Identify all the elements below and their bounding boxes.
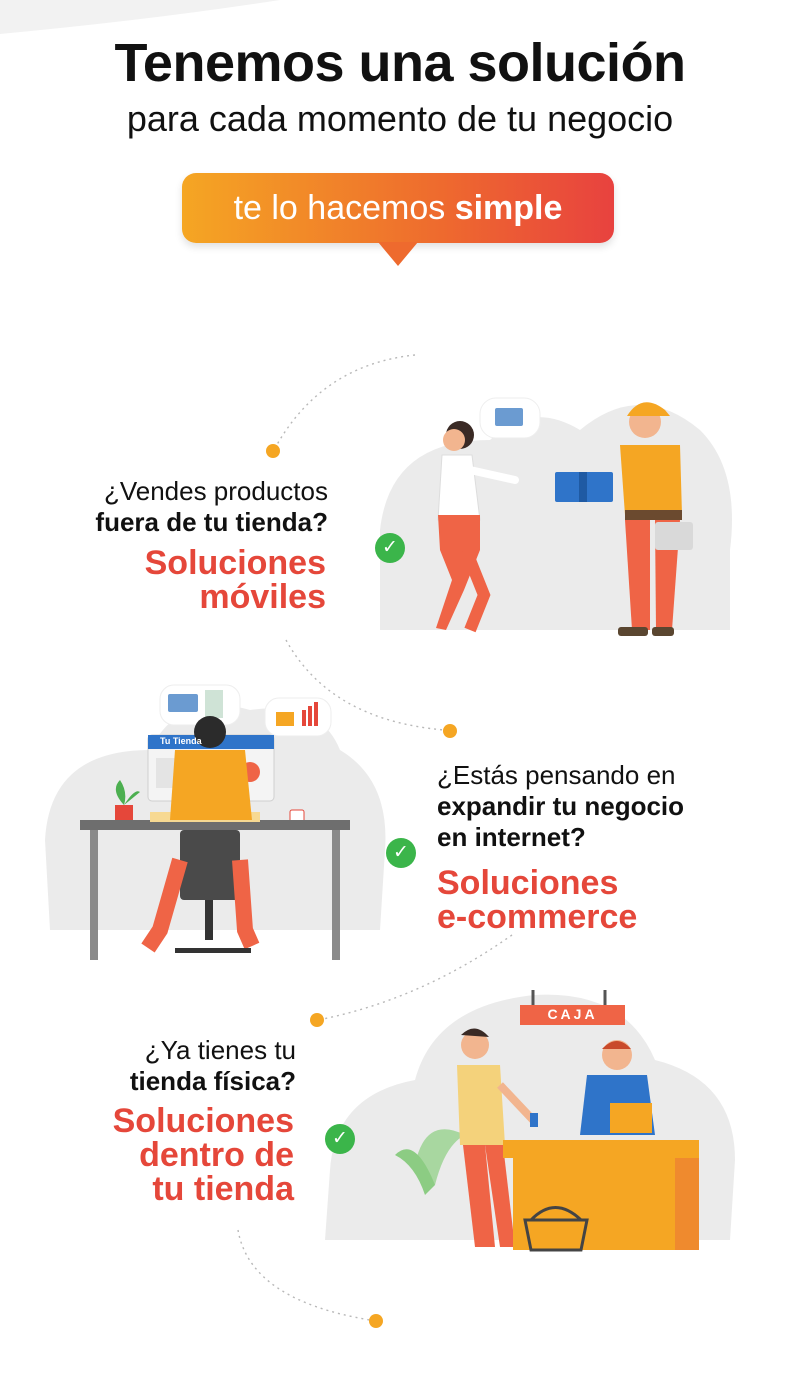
solution-mobile-line2: móviles xyxy=(199,578,326,616)
question-ecommerce-line3: en internet? xyxy=(437,822,586,852)
check-icon: ✓ xyxy=(375,533,405,563)
check-icon: ✓ xyxy=(325,1124,355,1154)
solution-mobile-line1: Soluciones xyxy=(144,544,326,582)
slogan-badge-tail xyxy=(378,242,418,266)
page-subtitle: para cada momento de tu negocio xyxy=(126,98,674,139)
solution-instore-line1: Soluciones xyxy=(112,1102,294,1140)
slogan-prefix: te lo hacemos xyxy=(233,189,446,227)
solution-ecommerce: Soluciones e-commerce xyxy=(437,866,777,934)
question-mobile-line2: fuera de tu tienda? xyxy=(95,507,328,537)
corner-swoosh xyxy=(0,0,280,34)
solution-ecommerce-line1: Soluciones xyxy=(437,864,619,902)
screen-store-label: Tu Tienda xyxy=(160,736,202,746)
question-instore-line2: tienda física? xyxy=(129,1066,296,1096)
question-ecommerce-line2: expandir tu negocio xyxy=(437,791,685,821)
question-ecommerce: ¿Estás pensando en expandir tu negocio e… xyxy=(437,760,777,853)
solution-instore: Soluciones dentro de tu tienda xyxy=(30,1104,294,1206)
page-title: Tenemos una solución xyxy=(114,33,686,93)
question-mobile: ¿Vendes productos fuera de tu tienda? xyxy=(30,476,328,538)
question-instore-line1: ¿Ya tienes tu xyxy=(144,1035,296,1065)
slogan-badge: te lo hacemos simple xyxy=(182,173,614,243)
illustration-mobile-delivery xyxy=(380,397,732,636)
path-dot-1 xyxy=(266,444,280,458)
question-instore: ¿Ya tienes tu tienda física? xyxy=(30,1035,296,1097)
path-dot-4 xyxy=(369,1314,383,1328)
solution-ecommerce-line2: e-commerce xyxy=(437,898,638,936)
slogan-bold: simple xyxy=(454,189,563,227)
path-dot-2 xyxy=(443,724,457,738)
solution-instore-line2: dentro de xyxy=(139,1136,294,1174)
solution-mobile: Soluciones móviles xyxy=(30,546,326,614)
path-dot-3 xyxy=(310,1013,324,1027)
solution-instore-line3: tu tienda xyxy=(152,1170,294,1208)
illustration-store-checkout xyxy=(325,990,735,1252)
question-ecommerce-line1: ¿Estás pensando en xyxy=(437,760,676,790)
illustration-ecommerce-desk xyxy=(45,684,386,960)
check-icon: ✓ xyxy=(386,838,416,868)
checkout-sign-label: CAJA xyxy=(547,1006,598,1022)
question-mobile-line1: ¿Vendes productos xyxy=(103,476,328,506)
